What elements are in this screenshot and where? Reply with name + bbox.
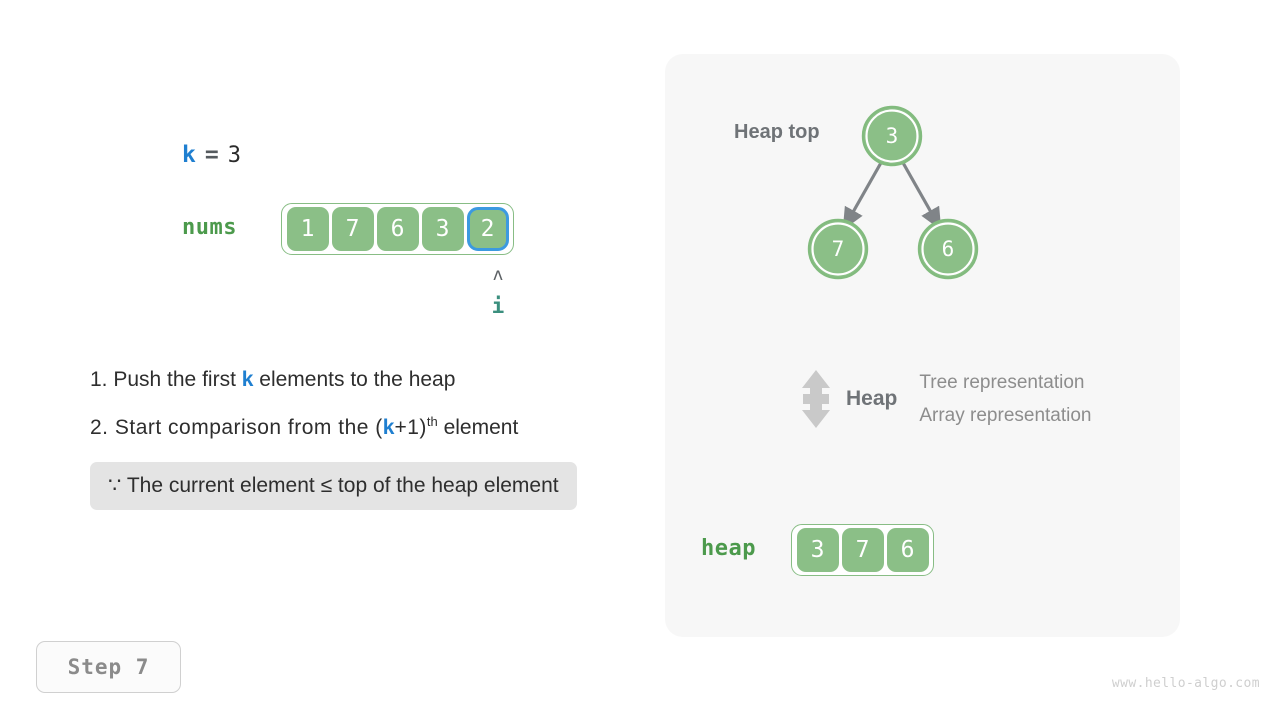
step-item-2: 2. Start comparison from the (k+1)th ele… <box>90 414 690 440</box>
nums-cell[interactable]: 6 <box>376 207 419 251</box>
index-pointer: ʌ i <box>483 265 513 319</box>
representation-legend: Heap Tree representation Array represent… <box>796 368 1092 430</box>
pointer-label: i <box>491 294 505 318</box>
pointer-caret-icon: ʌ <box>492 265 504 285</box>
nums-cell[interactable]: 7 <box>331 207 374 251</box>
step-badge: Step 7 <box>36 641 181 693</box>
heap-cell[interactable]: 7 <box>841 528 884 572</box>
heap-array: 3 7 6 <box>791 524 934 576</box>
heap-array-label: heap <box>701 536 756 561</box>
k-assignment: k = 3 <box>182 142 241 168</box>
watermark: www.hello-algo.com <box>1111 676 1260 691</box>
heap-tree-diagram: 3 7 6 <box>807 105 979 280</box>
tree-edge-left <box>842 160 884 231</box>
nums-array-label: nums <box>182 215 237 240</box>
step-2-prefix: 2. Start comparison from the ( <box>90 416 383 439</box>
legend-text-group: Tree representation Array representation <box>919 372 1091 427</box>
reason-callout: ∵ The current element ≤ top of the heap … <box>90 462 577 510</box>
double-arrow-vertical-icon <box>802 370 830 428</box>
step-1-variable: k <box>241 368 254 391</box>
tree-node-right[interactable]: 6 <box>917 218 979 280</box>
step-2-superscript: th <box>426 414 438 429</box>
heap-cell[interactable]: 6 <box>886 528 929 572</box>
steps-list: 1. Push the first k elements to the heap… <box>90 368 690 510</box>
legend-tree-representation: Tree representation <box>919 371 1085 393</box>
tree-node-left[interactable]: 7 <box>807 218 869 280</box>
nums-cell[interactable]: 3 <box>421 207 464 251</box>
nums-array: 1 7 6 3 2 <box>281 203 514 255</box>
tree-node-root[interactable]: 3 <box>861 105 923 167</box>
legend-array-representation: Array representation <box>919 404 1092 426</box>
step-1-suffix: elements to the heap <box>253 368 456 391</box>
tree-node-right-value: 6 <box>942 237 955 261</box>
k-variable-label: k <box>182 142 196 168</box>
tree-edge-right <box>900 160 942 231</box>
nums-cell-highlighted[interactable]: 2 <box>466 207 509 251</box>
step-1-prefix: 1. Push the first <box>90 368 242 391</box>
equals-sign: = <box>204 142 219 168</box>
heap-cell[interactable]: 3 <box>796 528 839 572</box>
step-item-1: 1. Push the first k elements to the heap <box>90 368 690 392</box>
step-2-variable: k <box>382 416 395 439</box>
step-2-suffix: element <box>437 416 519 439</box>
nums-cell[interactable]: 1 <box>286 207 329 251</box>
k-value: 3 <box>227 143 241 168</box>
legend-heap-label: Heap <box>846 387 898 410</box>
step-2-mid: +1) <box>394 416 427 439</box>
tree-node-left-value: 7 <box>832 237 845 261</box>
tree-node-root-value: 3 <box>886 124 899 148</box>
heap-top-label: Heap top <box>734 121 820 143</box>
